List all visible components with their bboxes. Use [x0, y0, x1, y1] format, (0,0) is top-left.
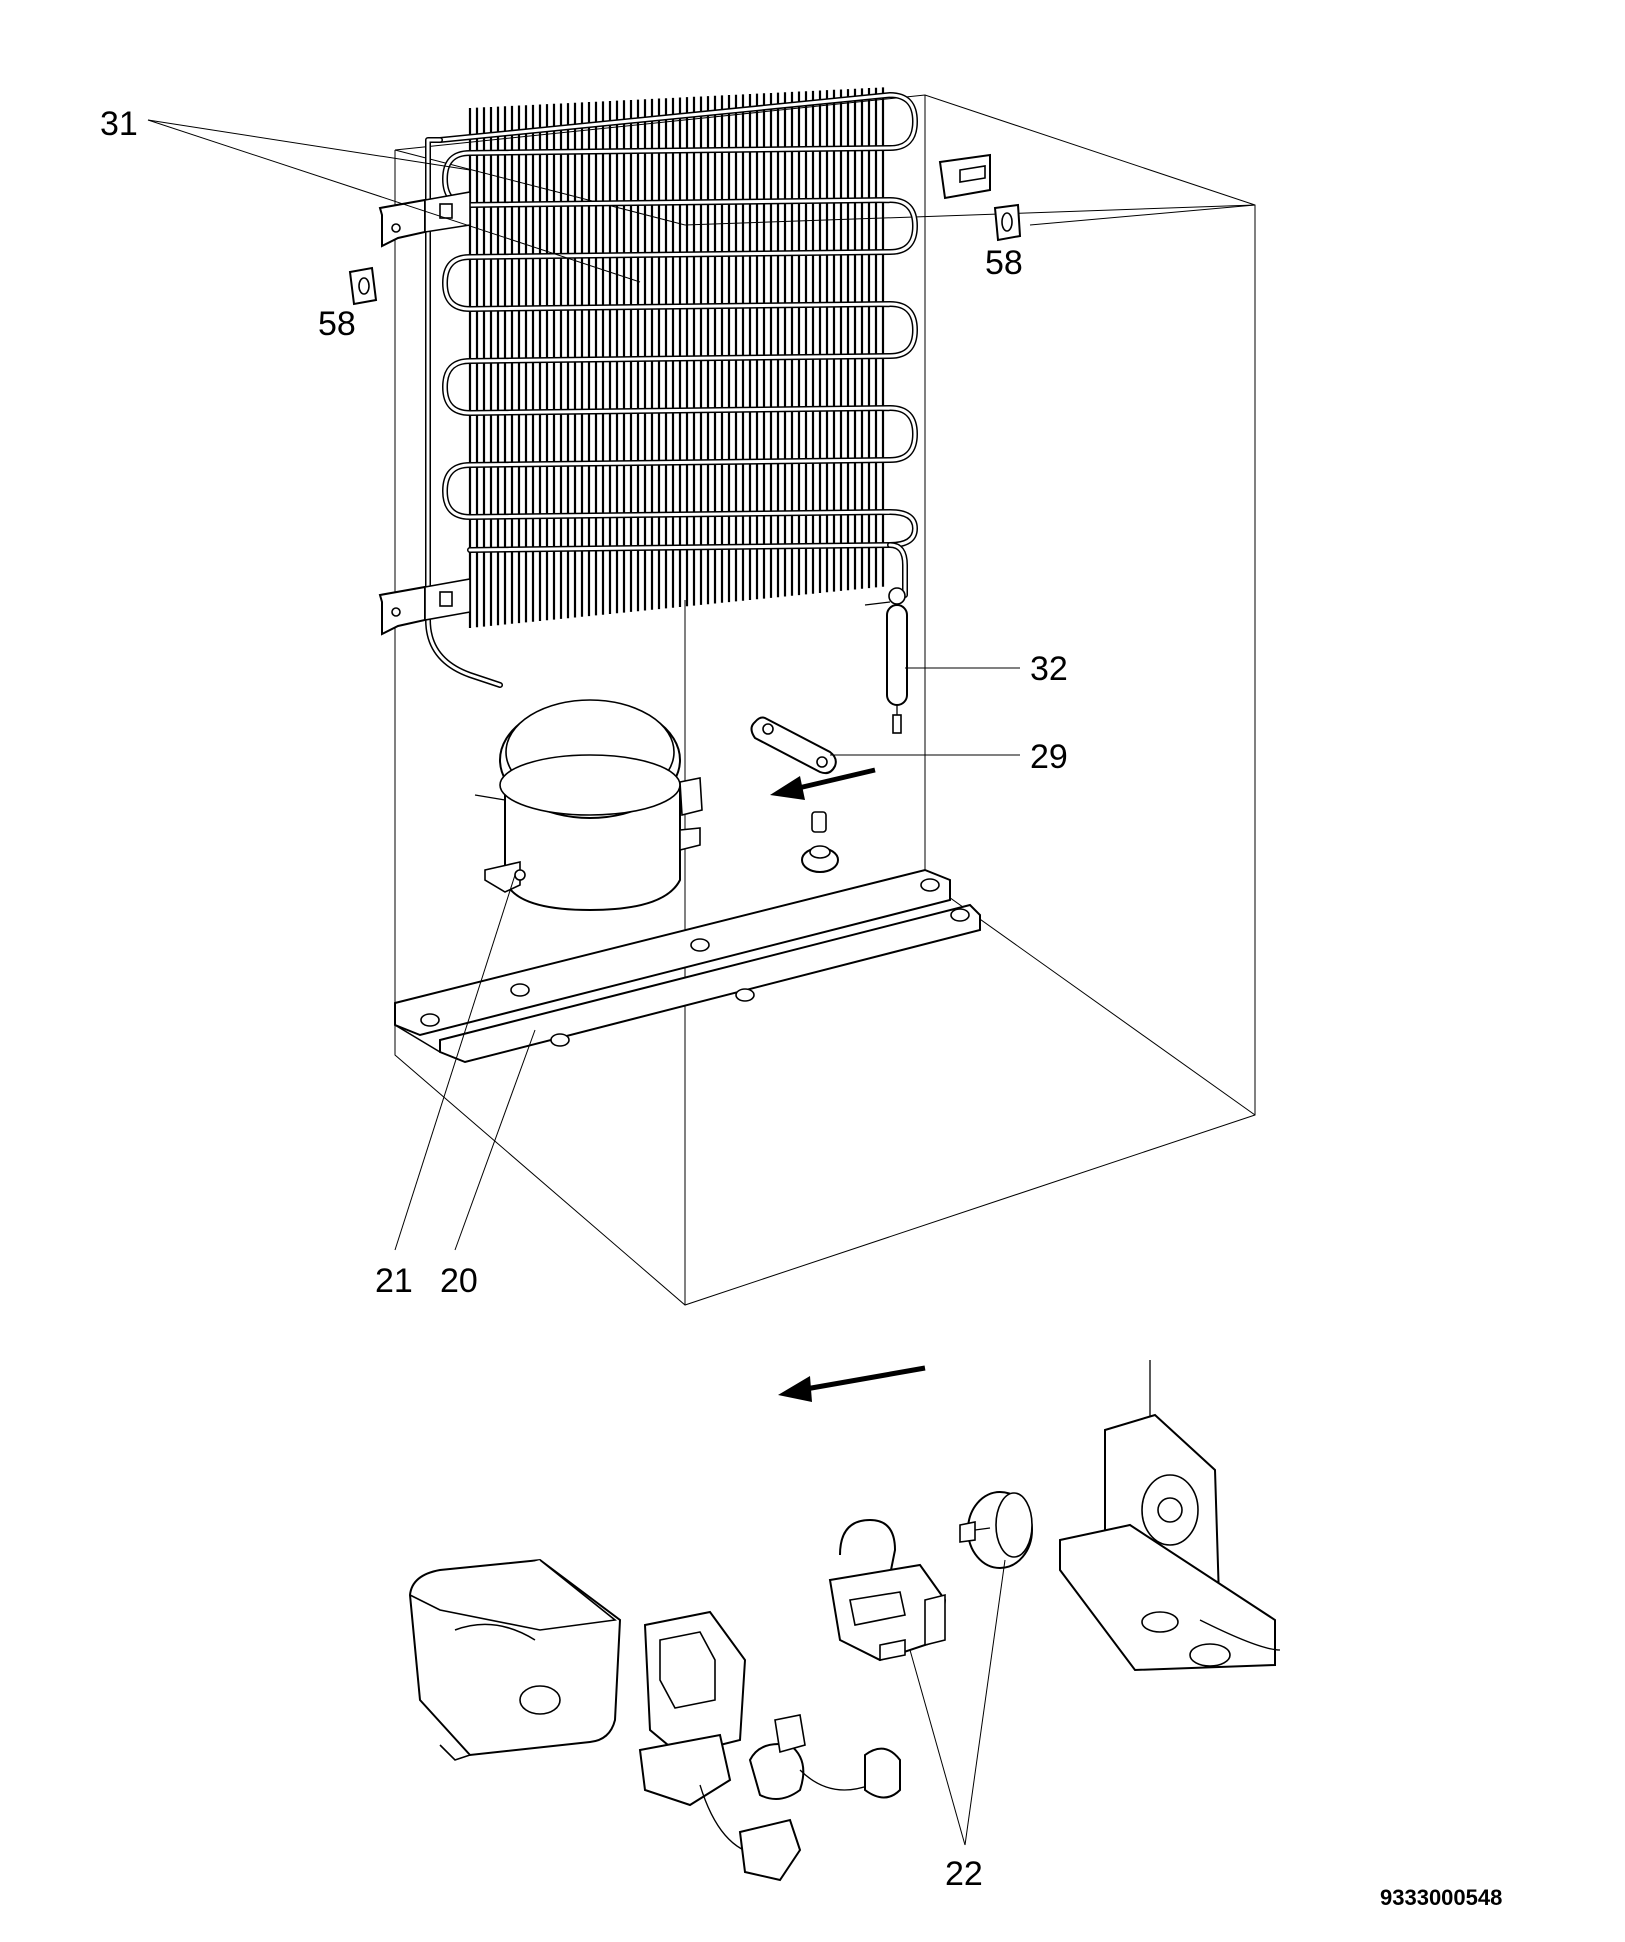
cabinet-outline: [394, 94, 1256, 1306]
callout-22: 22: [945, 1855, 983, 1893]
document-number: 9333000548: [1380, 1885, 1502, 1910]
callout-29: 29: [1030, 738, 1068, 776]
base-rails: [394, 868, 981, 1064]
thermal-switch: [959, 1491, 1033, 1569]
callout-20: 20: [440, 1262, 478, 1300]
callout-58-right: 58: [985, 244, 1023, 282]
callout-32: 32: [1030, 650, 1068, 688]
rail-mounting-holes: [420, 878, 970, 1047]
relay-cover: [408, 1558, 622, 1761]
direction-arrow-upper: [770, 767, 876, 800]
callout-31: 31: [100, 105, 138, 143]
condenser-bracket-bottom-left: [378, 578, 471, 636]
filter-drier: [864, 587, 908, 734]
callout-58-left: 58: [318, 305, 356, 343]
clip-58-right: [993, 203, 1022, 242]
grommet: [801, 811, 839, 873]
leader-lines: [147, 119, 1256, 1846]
mounting-plate-29: [750, 716, 837, 775]
overload-protector: [828, 1518, 947, 1662]
clip-58-left: [348, 266, 378, 306]
direction-arrow-lower: [778, 1365, 926, 1402]
compressor: [474, 699, 703, 912]
condenser-serpentine-tube: [437, 92, 918, 553]
callout-21: 21: [375, 1262, 413, 1300]
bracket-top-right: [938, 153, 991, 200]
mounting-bracket-right: [1059, 1360, 1281, 1672]
condenser-bracket-top-left: [378, 191, 471, 248]
start-relay-assembly: [638, 1610, 901, 1882]
